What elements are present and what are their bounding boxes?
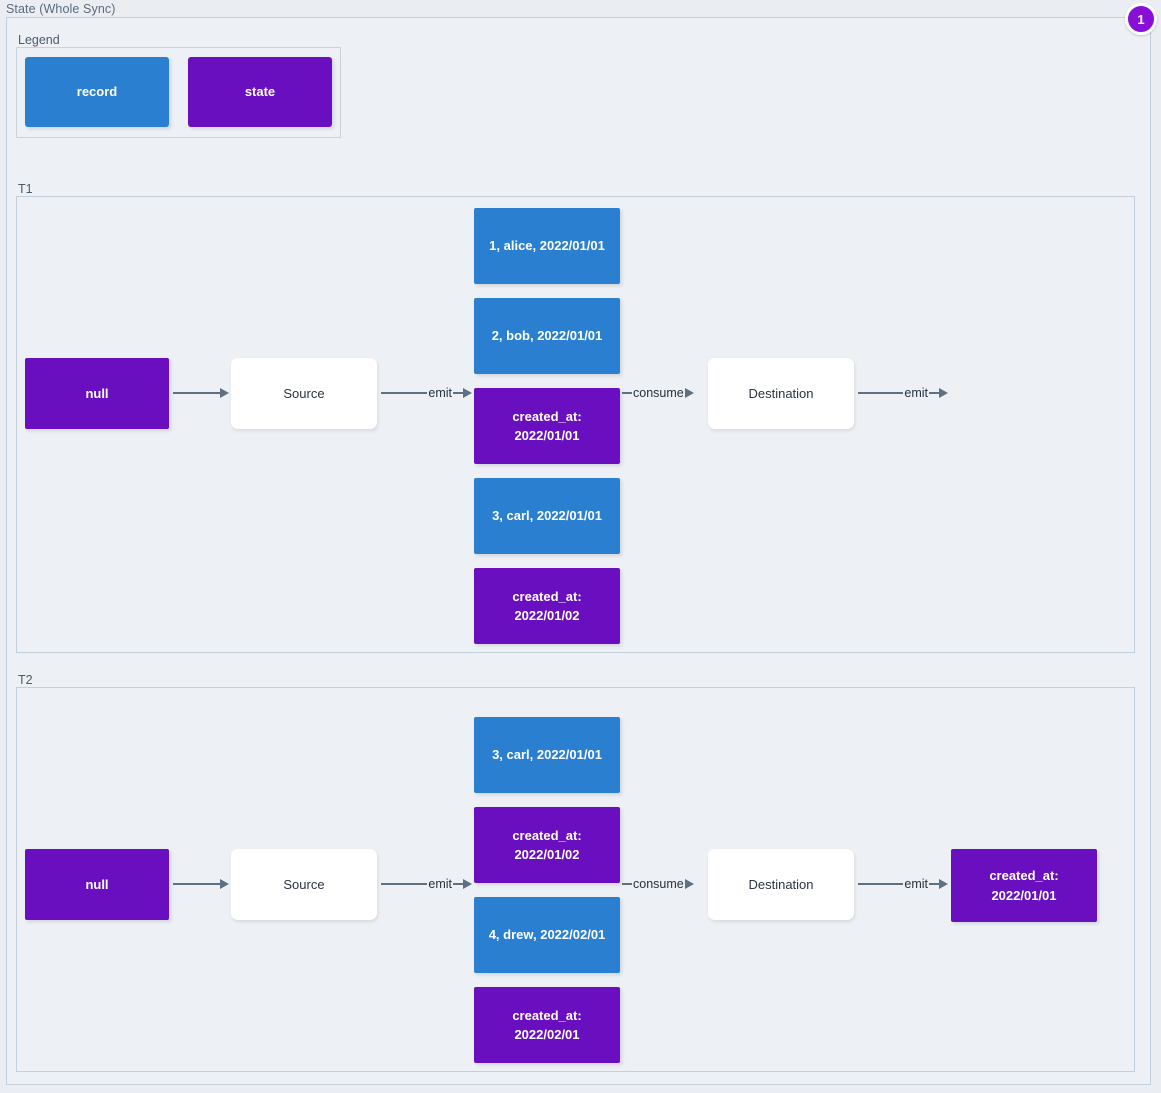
t1-source-node[interactable]: Source [231, 358, 377, 429]
t2-stream-node-1[interactable]: created_at: 2022/01/02 [474, 807, 620, 883]
subgraph-label-t2: T2 [18, 673, 33, 687]
t2-destination-node[interactable]: Destination [708, 849, 854, 920]
t1-stream-node-1[interactable]: 2, bob, 2022/01/01 [474, 298, 620, 374]
subgraph-label-t1: T1 [18, 182, 33, 196]
t2-source-node[interactable]: Source [231, 849, 377, 920]
t1-initial-state-node[interactable]: null [25, 358, 169, 429]
t1-destination-node[interactable]: Destination [708, 358, 854, 429]
t1-stream-node-2[interactable]: created_at: 2022/01/01 [474, 388, 620, 464]
legend-chip-state: state [188, 57, 332, 127]
t2-initial-state-node[interactable]: null [25, 849, 169, 920]
t2-stream-node-2[interactable]: 4, drew, 2022/02/01 [474, 897, 620, 973]
step-badge[interactable]: 1 [1125, 3, 1157, 35]
diagram-title: State (Whole Sync) [6, 2, 116, 16]
t2-stream-node-0[interactable]: 3, carl, 2022/01/01 [474, 717, 620, 793]
t1-stream-node-4[interactable]: created_at: 2022/01/02 [474, 568, 620, 644]
t1-stream-node-0[interactable]: 1, alice, 2022/01/01 [474, 208, 620, 284]
legend-title: Legend [18, 33, 60, 47]
t2-final-state-node[interactable]: created_at: 2022/01/01 [951, 849, 1097, 922]
legend-chip-record: record [25, 57, 169, 127]
t1-stream-node-3[interactable]: 3, carl, 2022/01/01 [474, 478, 620, 554]
t2-stream-node-3[interactable]: created_at: 2022/02/01 [474, 987, 620, 1063]
